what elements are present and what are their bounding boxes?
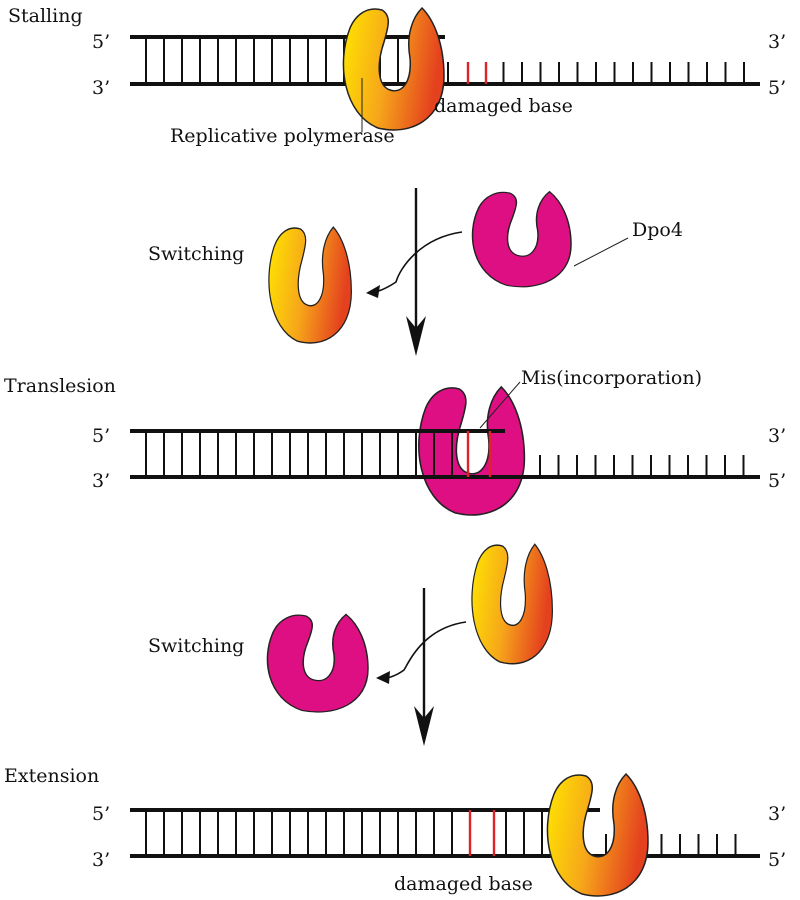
switching-label: Switching bbox=[148, 635, 244, 657]
template-base-ticks bbox=[447, 62, 745, 84]
switching-label: Switching bbox=[148, 243, 244, 265]
five-prime-bottom-right: 5’ bbox=[768, 849, 786, 871]
translesion-panel: Translesion 5’ 3’ 3’ 5’ Mis(incorporatio… bbox=[4, 367, 786, 516]
switching-panel-1: Switching Dpo4 bbox=[148, 188, 683, 356]
switch-curve-arrowhead bbox=[376, 671, 390, 684]
dpo4-polymerase-shape bbox=[471, 190, 572, 288]
extension-label: Extension bbox=[4, 765, 99, 787]
replicative-polymerase-shape bbox=[471, 543, 554, 665]
damaged-base-label: damaged base bbox=[394, 873, 533, 895]
extension-panel: Extension 5’ 3’ 3’ 5’ damaged base bbox=[4, 765, 786, 897]
down-arrow-head bbox=[414, 706, 434, 746]
replicative-polymerase-shape bbox=[546, 773, 649, 897]
translesion-label: Translesion bbox=[4, 375, 116, 397]
misincorporation-leader-line bbox=[479, 381, 521, 429]
five-prime-top-left: 5’ bbox=[92, 31, 110, 53]
down-arrow-head bbox=[406, 316, 426, 356]
five-prime-bottom-right: 5’ bbox=[768, 470, 786, 492]
replicative-polymerase-shape bbox=[268, 226, 353, 344]
paired-base-ticks bbox=[145, 810, 579, 856]
template-base-ticks bbox=[539, 455, 745, 477]
switch-curve-arrowhead bbox=[366, 285, 380, 298]
three-prime-bottom-left: 3’ bbox=[92, 77, 110, 99]
switch-curve-arrow bbox=[373, 231, 463, 293]
three-prime-bottom-left: 3’ bbox=[92, 470, 110, 492]
three-prime-bottom-left: 3’ bbox=[92, 849, 110, 871]
stalling-label: Stalling bbox=[8, 5, 83, 27]
replicative-polymerase-label: Replicative polymerase bbox=[170, 125, 395, 147]
paired-base-ticks bbox=[145, 431, 453, 477]
dpo4-polymerase-shape bbox=[266, 613, 369, 713]
stalling-panel: Stalling 5’ 3’ 3’ 5’ Replicative polymer… bbox=[8, 5, 786, 147]
misincorporation-label: Mis(incorporation) bbox=[521, 367, 702, 389]
replicative-polymerase-shape bbox=[342, 7, 445, 131]
five-prime-bottom-right: 5’ bbox=[768, 77, 786, 99]
damaged-base-label: damaged base bbox=[434, 95, 573, 117]
dpo4-leader-line bbox=[573, 237, 629, 267]
five-prime-top-left: 5’ bbox=[92, 425, 110, 447]
three-prime-top-right: 3’ bbox=[768, 803, 786, 825]
switch-curve-arrow bbox=[385, 621, 467, 679]
three-prime-top-right: 3’ bbox=[768, 425, 786, 447]
five-prime-top-left: 5’ bbox=[92, 803, 110, 825]
switching-panel-2: Switching bbox=[148, 543, 554, 746]
three-prime-top-right: 3’ bbox=[768, 31, 786, 53]
dpo4-label: Dpo4 bbox=[632, 219, 683, 241]
